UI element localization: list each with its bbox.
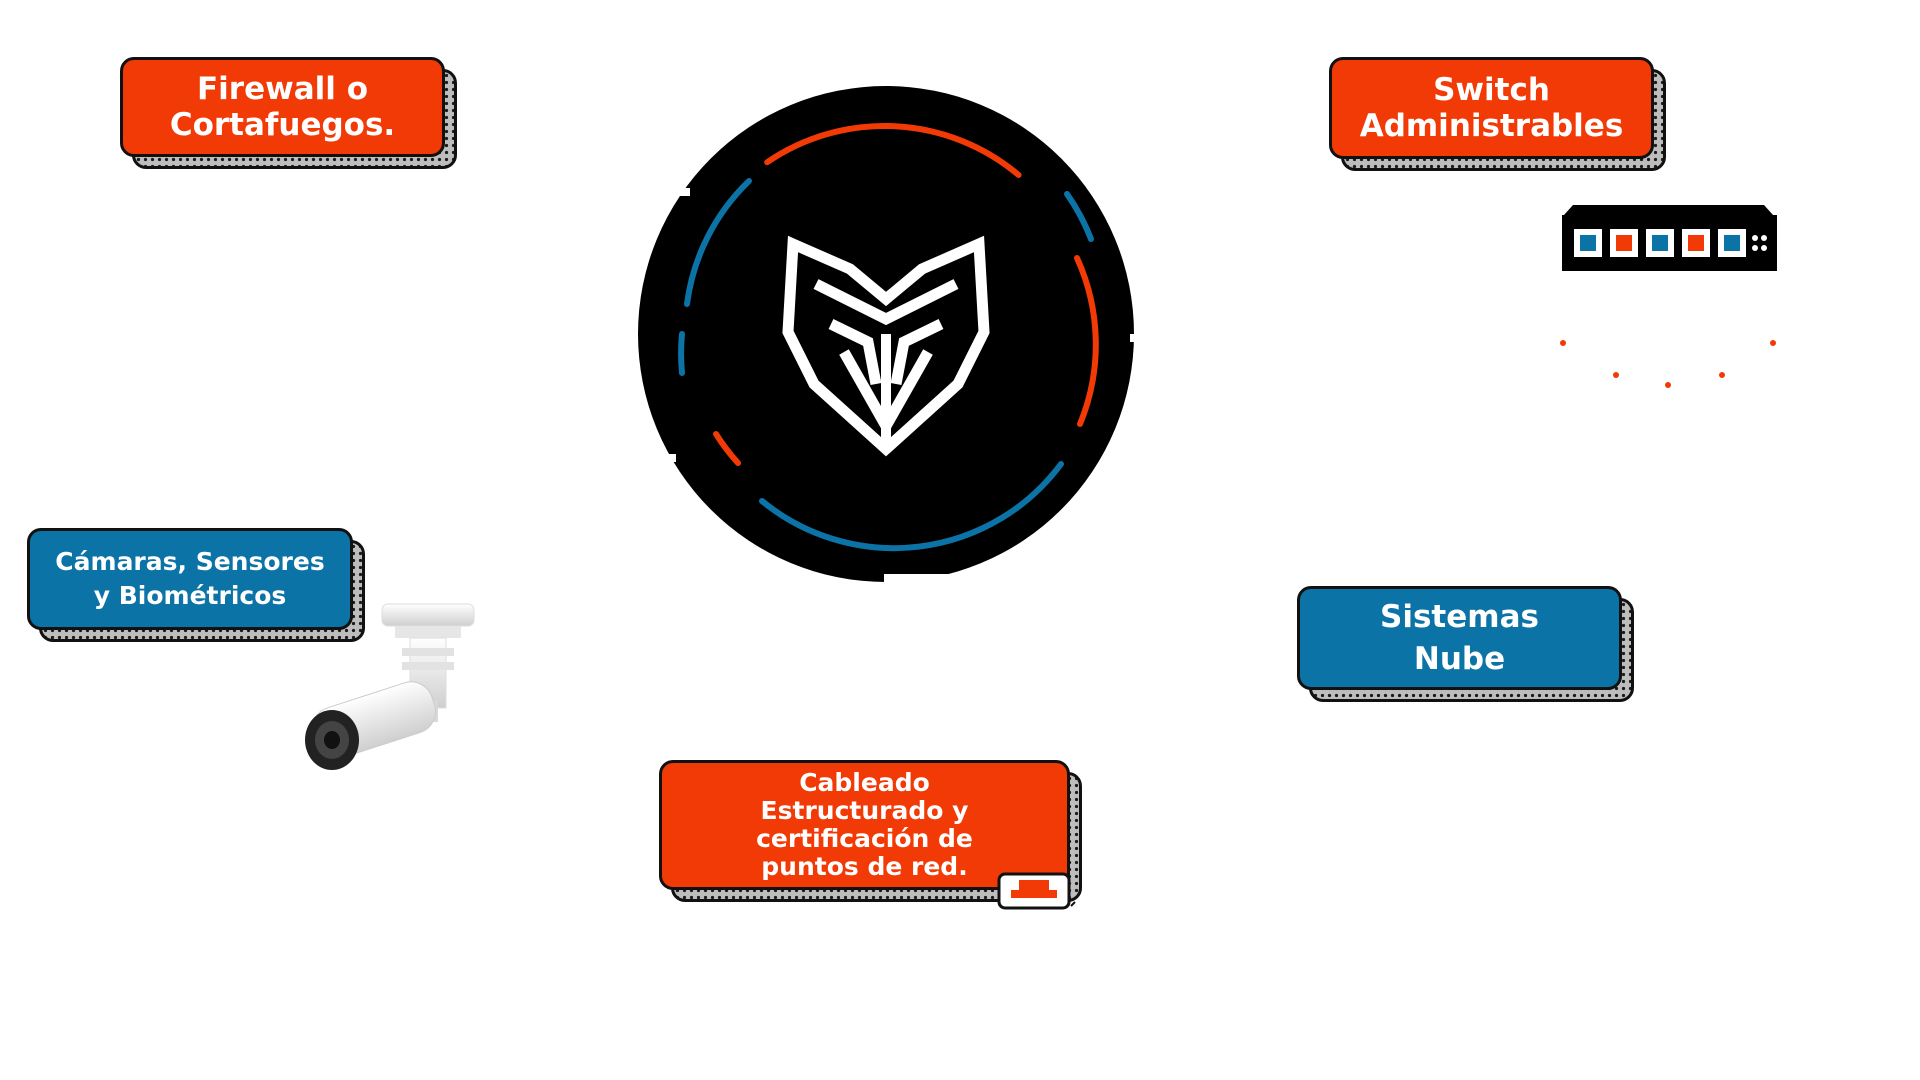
cloud-label: Sistemas Nube — [1297, 586, 1622, 690]
cabling-label: Cableado Estructurado y certificación de… — [659, 760, 1070, 890]
switch-label: Switch Administrables — [1329, 57, 1654, 159]
firewall-line-1: Firewall o — [196, 71, 368, 107]
switch-line-2: Administrables — [1359, 108, 1624, 144]
cabling-line-1: Cableado — [799, 768, 930, 797]
switch-card: Switch Administrables — [1329, 57, 1666, 171]
cameras-line-2: y Biométricos — [93, 581, 287, 610]
cameras-card: Cámaras, Sensores y Biométricos — [27, 528, 365, 642]
cabling-card: Cableado Estructurado y certificación de… — [659, 760, 1082, 902]
shield-wolf-logo-icon — [638, 86, 1138, 586]
switch-line-1: Switch — [1433, 72, 1550, 108]
cloud-line-1: Sistemas — [1380, 599, 1539, 635]
cameras-line-1: Cámaras, Sensores — [55, 547, 325, 576]
firewall-card: Firewall o Cortafuegos. — [120, 57, 457, 169]
cloud-systems-card: Sistemas Nube — [1297, 586, 1634, 702]
firewall-line-2: Cortafuegos. — [169, 107, 396, 143]
cloud-line-2: Nube — [1413, 641, 1506, 677]
security-camera-icon — [300, 600, 480, 784]
cameras-label: Cámaras, Sensores y Biométricos — [27, 528, 353, 630]
firewall-label: Firewall o Cortafuegos. — [120, 57, 445, 157]
central-emblem — [636, 84, 1138, 588]
network-port-icon — [997, 872, 1077, 916]
network-switch-icon — [1555, 205, 1780, 399]
cabling-line-4: puntos de red. — [761, 852, 968, 881]
cabling-line-2: Estructurado y — [760, 796, 969, 825]
cabling-line-3: certificación de — [756, 824, 973, 853]
